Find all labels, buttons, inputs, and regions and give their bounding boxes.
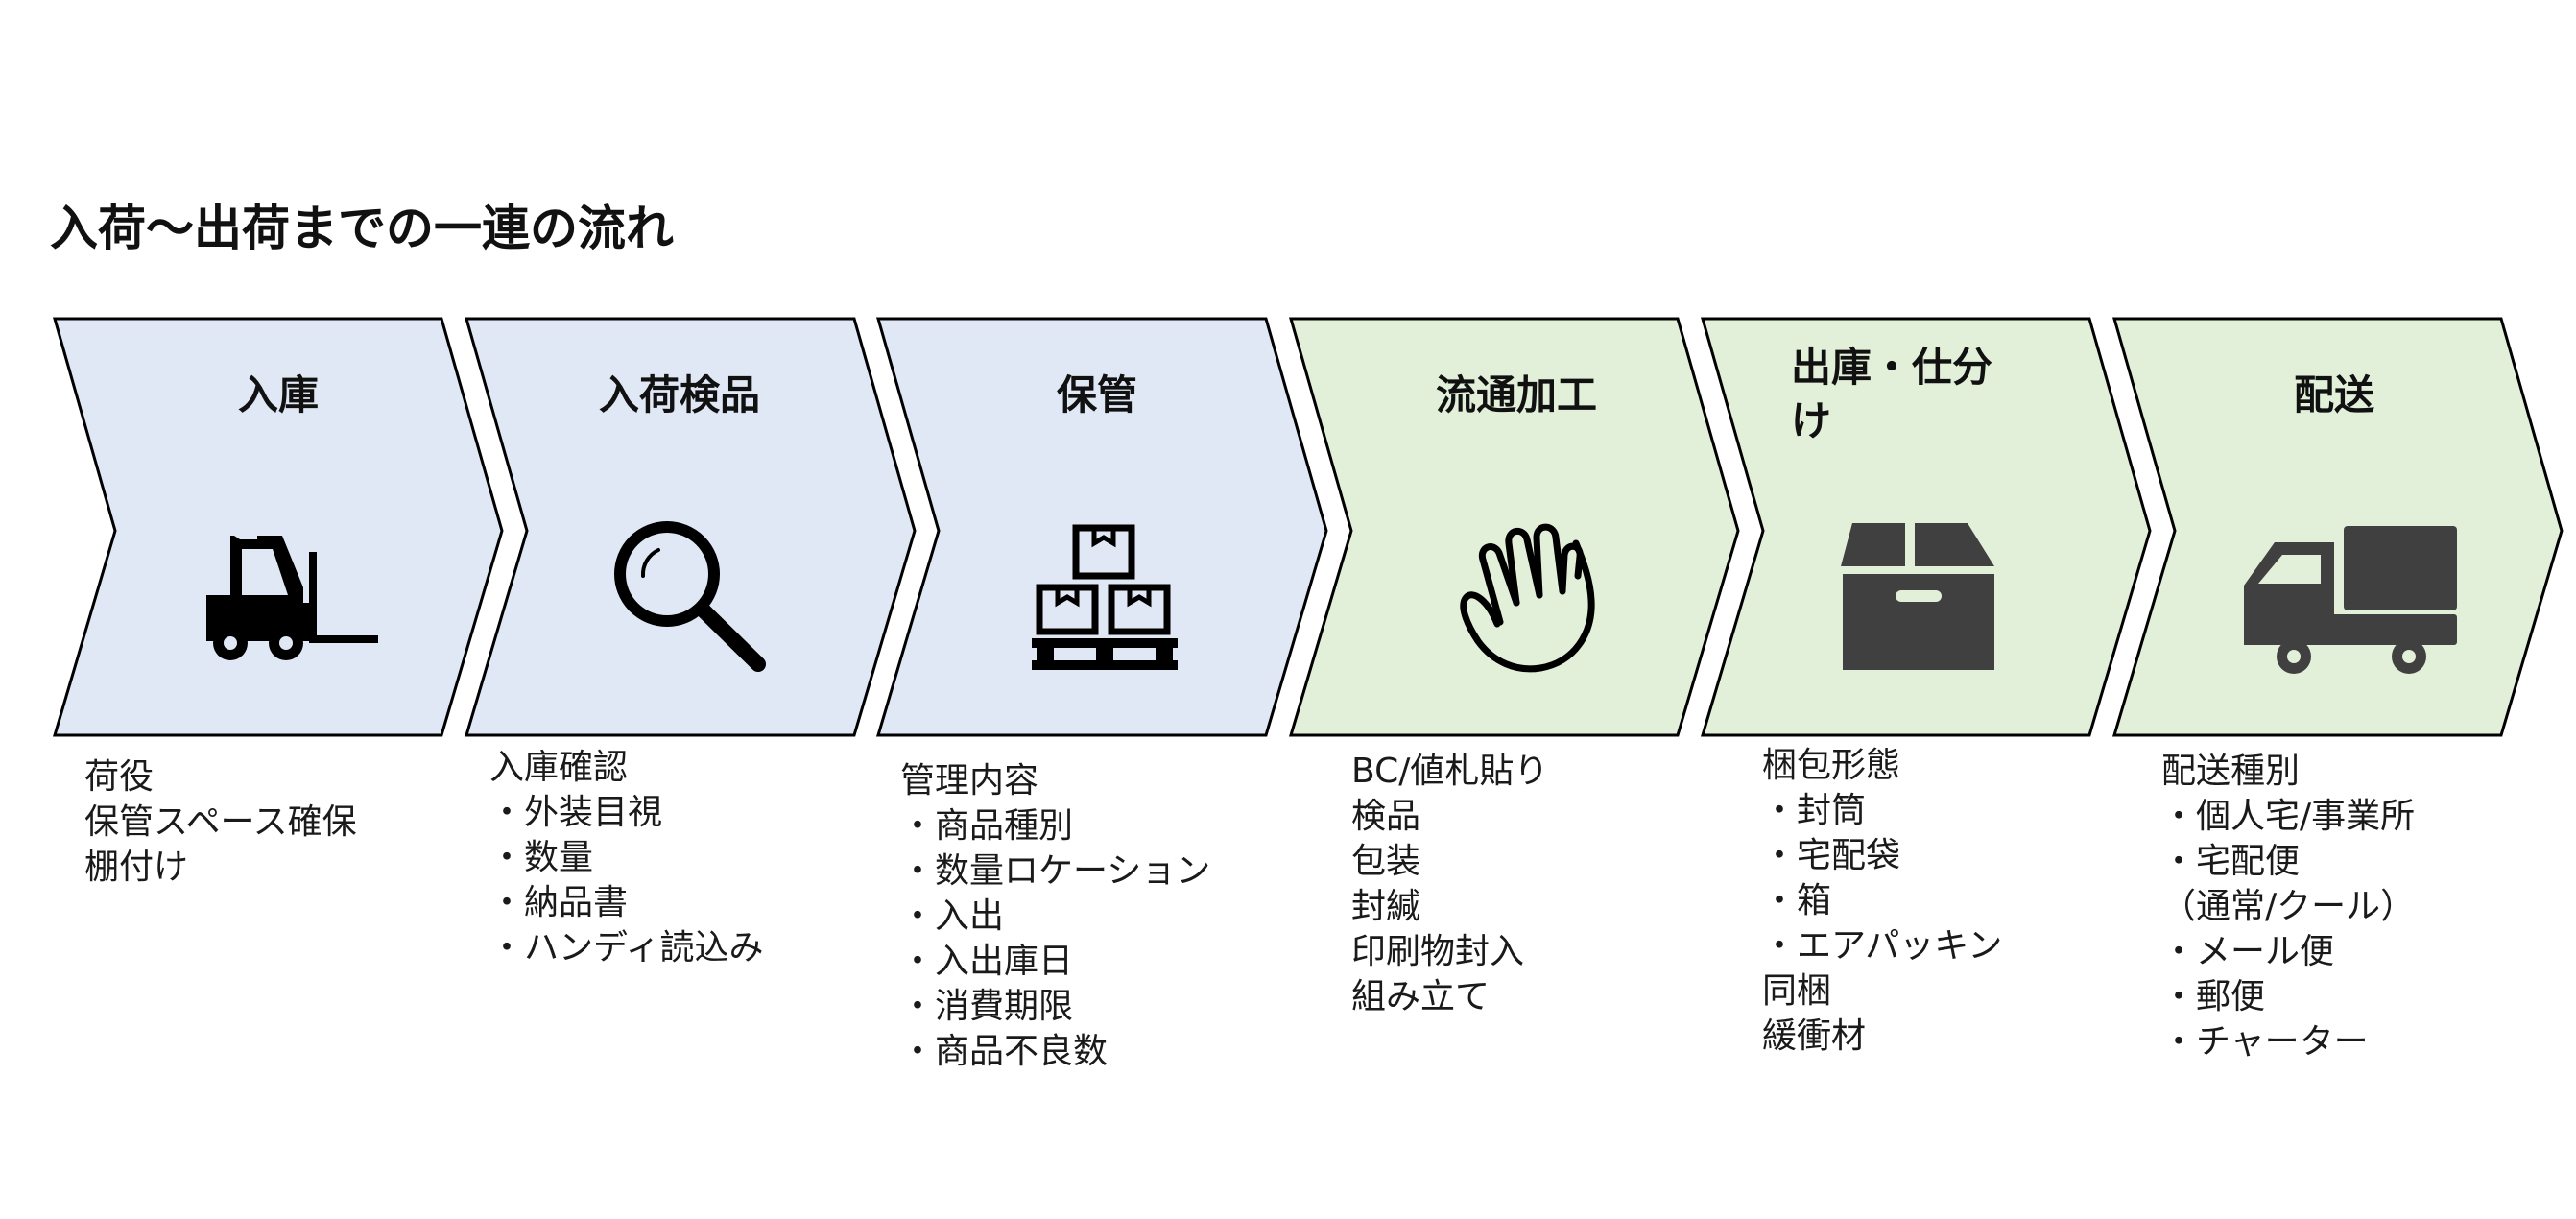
step-title-hokan: 保管 [1056,371,1137,418]
note-item: 入庫確認 [489,748,629,787]
step-title-ryutsu-kako: 流通加工 [1435,371,1597,418]
truck-icon [2244,526,2457,674]
note-item: ・数量 [489,838,594,877]
note-item: ・箱 [1762,881,1832,920]
note-item: ・チャーター [2161,1022,2369,1062]
note-item: ・納品書 [489,883,629,922]
notes-step-6: 配送種別 ・個人宅/事業所 ・宅配便 （通常/クール） ・メール便 ・郵便 ・チ… [2161,749,2415,1064]
note-item: 封緘 [1351,887,1421,926]
note-item: 組み立て [1351,977,1491,1016]
note-item: ・郵便 [2161,977,2266,1016]
note-item: ・ハンディ読込み [489,928,764,968]
note-item: 梱包形態 [1762,746,1901,785]
note-item: 配送種別 [2161,752,2301,791]
note-item: 荷役 [84,757,155,797]
forklift-icon [206,536,378,660]
note-item: ・商品種別 [900,806,1074,846]
note-item: 包装 [1351,842,1421,881]
box-icon [1841,523,1994,670]
hand-icon [1460,523,1595,673]
note-item: ・入出 [900,896,1005,936]
notes-step-2: 入庫確認 ・外装目視 ・数量 ・納品書 ・ハンディ読込み [489,745,763,970]
note-item: ・商品不良数 [900,1032,1109,1071]
magnifier-icon [614,521,766,672]
note-item: ・メール便 [2161,932,2335,971]
chevron-step-1 [52,317,504,737]
notes-step-4: BC/値札貼り 検品 包装 封緘 印刷物封入 組み立て [1351,749,1548,1019]
note-item: 印刷物封入 [1351,932,1525,971]
note-item: ・消費期限 [900,987,1074,1026]
note-item: 同梱 [1762,971,1832,1011]
note-item: 棚付け [84,848,189,887]
note-item: 検品 [1351,797,1421,836]
notes-step-3: 管理内容 ・商品種別 ・数量ロケーション ・入出 ・入出庫日 ・消費期限 ・商品… [900,758,1210,1074]
note-item: ・エアパッキン [1762,926,2003,966]
notes-step-1: 荷役 保管スペース確保 棚付け [84,754,357,890]
note-item: ・宅配便 [2161,842,2301,881]
note-item: （通常/クール） [2161,887,2416,926]
step-title-shukko-shiwake: 出庫・仕分け [1791,344,1993,444]
note-item: ・入出庫日 [900,942,1074,981]
note-item: ・宅配袋 [1762,836,1901,875]
page-title: 入荷〜出荷までの一連の流れ [50,201,674,256]
chevron-step-4 [1288,317,1740,737]
note-item: 保管スペース確保 [84,802,357,842]
note-item: ・個人宅/事業所 [2161,797,2416,836]
note-item: 緩衝材 [1762,1016,1867,1056]
note-item: ・数量ロケーション [900,851,1211,891]
step-title-kenpin: 入荷検品 [598,371,760,418]
step-title-haiso: 配送 [2293,371,2374,418]
stacked-boxes-icon [1032,524,1178,670]
step-title-nyuko: 入庫 [237,371,319,418]
note-item: ・外装目視 [489,793,663,832]
note-item: ・封筒 [1762,791,1867,830]
notes-step-5: 梱包形態 ・封筒 ・宅配袋 ・箱 ・エアパッキン 同梱 緩衝材 [1762,743,2002,1059]
note-item: 管理内容 [900,761,1039,801]
note-item: BC/値札貼り [1351,752,1549,791]
